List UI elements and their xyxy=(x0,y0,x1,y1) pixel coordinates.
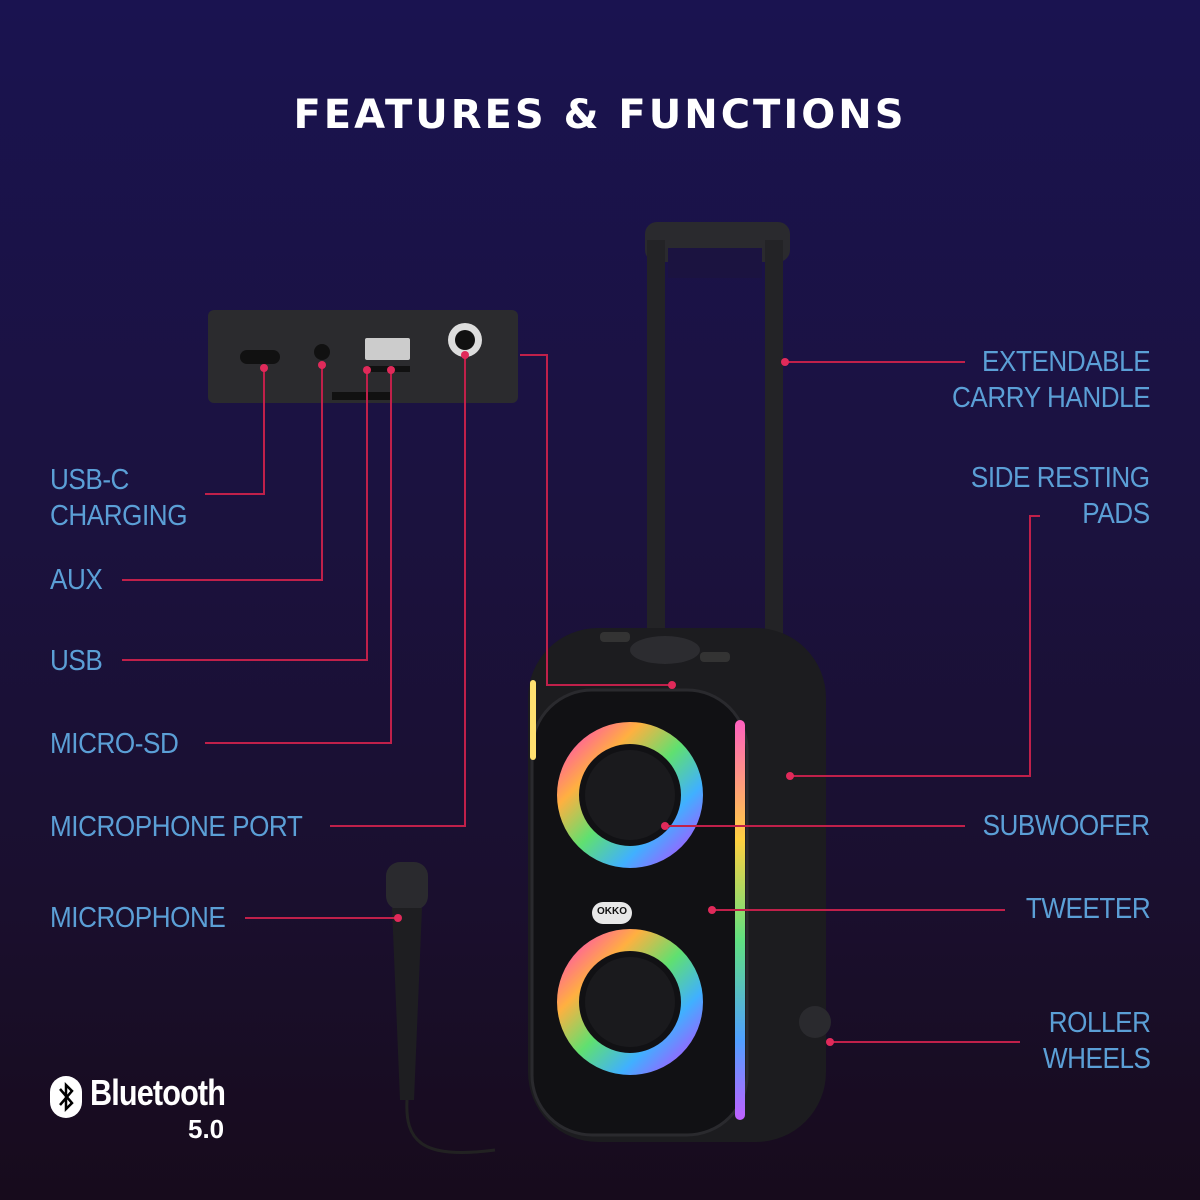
callout-lines xyxy=(122,354,1040,1043)
label-line: SIDE RESTING xyxy=(971,462,1150,494)
label-tweeter: TWEETER xyxy=(1025,893,1151,925)
label-usb: USB xyxy=(50,645,103,677)
brand-badge: OKKO xyxy=(597,906,627,917)
label-microphone: MICROPHONE xyxy=(50,902,226,934)
label-usb-c-charging: USB-C CHARGING xyxy=(50,462,188,534)
label-subwoofer: SUBWOOFER xyxy=(982,810,1151,842)
label-line: CARRY HANDLE xyxy=(951,382,1151,414)
label-line: WHEELS xyxy=(1042,1043,1150,1075)
label-carry-handle: EXTENDABLE CARRY HANDLE xyxy=(951,344,1151,416)
bluetooth-word: Bluetooth xyxy=(90,1072,226,1113)
label-line: USB-C xyxy=(50,464,129,496)
roller-wheel xyxy=(799,1006,831,1038)
label-line: CHARGING xyxy=(50,500,188,532)
label-micro-sd: MICRO-SD xyxy=(50,728,179,760)
page-title: FEATURES & FUNCTIONS xyxy=(293,92,907,138)
bluetooth-version: 5.0 xyxy=(188,1114,225,1144)
speaker xyxy=(528,628,831,1142)
label-line: PADS xyxy=(1082,498,1151,530)
label-side-pads: SIDE RESTING PADS xyxy=(971,460,1150,532)
port-panel xyxy=(208,310,518,403)
label-line: ROLLER xyxy=(1048,1007,1150,1039)
label-line: EXTENDABLE xyxy=(981,346,1151,378)
label-microphone-port: MICROPHONE PORT xyxy=(50,811,303,843)
microphone-illustration xyxy=(386,862,496,1155)
callout-dots xyxy=(260,351,834,1046)
label-roller-wheels: ROLLER WHEELS xyxy=(1042,1005,1150,1077)
label-aux: AUX xyxy=(50,564,103,596)
bluetooth-icon xyxy=(50,1076,82,1118)
carry-handle xyxy=(645,222,790,640)
